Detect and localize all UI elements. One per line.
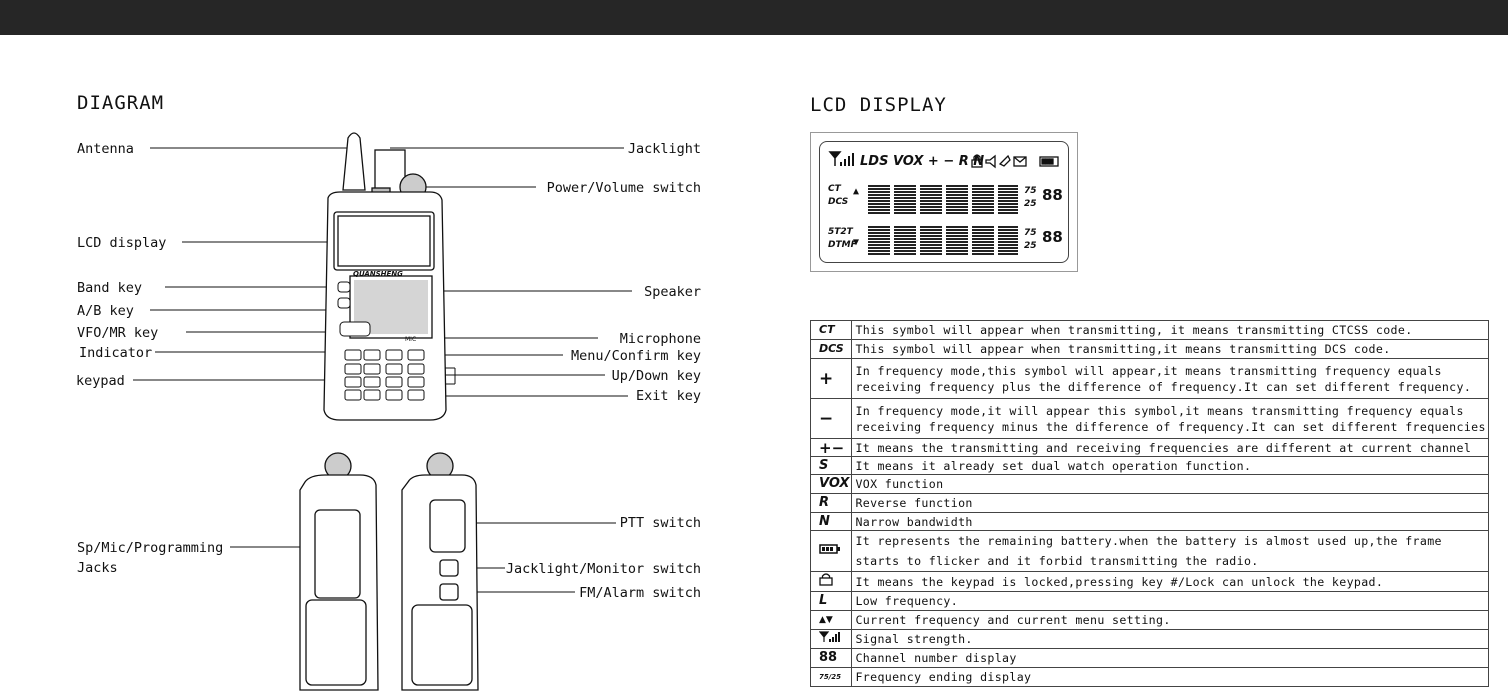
label-microphone: Microphone — [619, 331, 701, 347]
symbol-description: It means the keypad is locked,pressing k… — [851, 571, 1489, 592]
vox-symbol: VOX — [809, 474, 853, 494]
table-row: +−It means the transmitting and receivin… — [809, 438, 1489, 457]
down-arrow-icon: ▼ — [853, 237, 860, 248]
label-vfo-mr-key: VFO/MR key — [77, 325, 159, 341]
label-jacklight: Jacklight — [627, 141, 701, 157]
label-power-volume: Power/Volume switch — [546, 180, 701, 196]
radio-diagram: QUANSHENG MIC — [133, 132, 632, 691]
s-symbol: S — [809, 456, 853, 475]
symbol-description: VOX function — [851, 474, 1489, 494]
label-keypad: keypad — [76, 373, 125, 389]
lcd-25-b: 25 — [1024, 241, 1037, 251]
plus-icon: + — [809, 358, 853, 399]
lcd-75-a: 75 — [1024, 186, 1037, 196]
label-lcd-display: LCD display — [77, 235, 167, 251]
lcd-top-indicators: LDS VOX + − R N — [860, 154, 985, 169]
up-arrow-icon: ▲ — [853, 186, 860, 197]
label-antenna: Antenna — [77, 141, 134, 157]
symbol-description: Frequency ending display — [851, 667, 1489, 687]
table-row: +In frequency mode,this symbol will appe… — [809, 358, 1489, 399]
symbol-description: It means it already set dual watch opera… — [851, 456, 1489, 475]
lcd-25-a: 25 — [1024, 199, 1037, 209]
symbol-description: Narrow bandwidth — [851, 512, 1489, 531]
top-banner — [0, 0, 1508, 35]
symbol-description: Low frequency. — [851, 591, 1489, 611]
lcd-channel-a: 88 — [1042, 186, 1063, 204]
label-jacks: Jacks — [77, 560, 118, 576]
channel-number-icon: 88 — [809, 648, 853, 668]
table-row: ▲▼Current frequency and current menu set… — [809, 610, 1489, 630]
label-up-down: Up/Down key — [611, 368, 701, 384]
lcd-channel-b: 88 — [1042, 228, 1063, 246]
label-sp-mic: Sp/Mic/Programming — [77, 540, 224, 556]
symbol-description: This symbol will appear when transmittin… — [851, 339, 1489, 359]
label-ptt: PTT switch — [619, 515, 701, 531]
symbol-description: Signal strength. — [851, 629, 1489, 649]
lcd-frequency-b — [868, 225, 1018, 255]
symbol-description: In frequency mode,it will appear this sy… — [851, 398, 1489, 439]
plus-minus-icon: +− — [809, 438, 853, 457]
r-symbol: R — [809, 493, 853, 513]
lcd-dtmf: DTMF — [828, 240, 857, 250]
symbol-description: This symbol will appear when transmittin… — [851, 320, 1489, 340]
lcd-dcs: DCS — [828, 197, 849, 207]
symbol-description: It means the transmitting and receiving … — [851, 438, 1489, 457]
lcd-frequency-a — [868, 184, 1018, 214]
lock-icon — [809, 571, 853, 592]
signal-strength-icon — [809, 629, 853, 649]
frequency-ending-icon: 75/25 — [809, 667, 853, 687]
label-fm-alarm: FM/Alarm switch — [579, 585, 701, 601]
ct-symbol: CT — [809, 320, 853, 340]
radio-brand: QUANSHENG — [353, 270, 403, 278]
label-jacklight-monitor: Jacklight/Monitor switch — [505, 561, 701, 577]
label-exit: Exit key — [635, 388, 701, 404]
symbol-description: Channel number display — [851, 648, 1489, 668]
up-down-arrow-icon: ▲▼ — [809, 610, 853, 630]
table-row: It represents the remaining battery.when… — [809, 530, 1489, 572]
label-indicator: Indicator — [79, 345, 153, 361]
label-ab-key: A/B key — [77, 303, 134, 319]
diagram-title: DIAGRAM — [77, 92, 165, 114]
symbol-description: Current frequency and current menu setti… — [851, 610, 1489, 630]
lcd-status-icons — [971, 154, 1059, 169]
battery-icon — [809, 530, 853, 572]
label-menu-confirm: Menu/Confirm key — [570, 348, 701, 364]
lcd-5t2t: 5T2T — [828, 227, 853, 237]
dcs-symbol: DCS — [809, 339, 853, 359]
minus-icon: − — [809, 398, 853, 439]
radio-mic: MIC — [405, 336, 416, 343]
table-row: It means the keypad is locked,pressing k… — [809, 571, 1489, 592]
lcd-screen: LDS VOX + − R N CT DCS ▲ 75 25 88 5T2T D… — [819, 141, 1069, 263]
lcd-75-b: 75 — [1024, 228, 1037, 238]
table-row: −In frequency mode,it will appear this s… — [809, 398, 1489, 439]
label-band-key: Band key — [77, 280, 143, 296]
symbol-description: Reverse function — [851, 493, 1489, 513]
n-symbol: N — [809, 512, 853, 531]
symbol-description: It represents the remaining battery.when… — [851, 530, 1489, 572]
lcd-panel: LDS VOX + − R N CT DCS ▲ 75 25 88 5T2T D… — [810, 132, 1078, 272]
signal-icon — [828, 151, 854, 166]
label-speaker: Speaker — [644, 284, 701, 300]
table-row: Signal strength. — [809, 629, 1489, 649]
lcd-title: LCD DISPLAY — [810, 94, 947, 116]
l-symbol: L — [809, 591, 853, 611]
symbol-description: In frequency mode,this symbol will appea… — [851, 358, 1489, 399]
lcd-ct: CT — [828, 184, 841, 194]
